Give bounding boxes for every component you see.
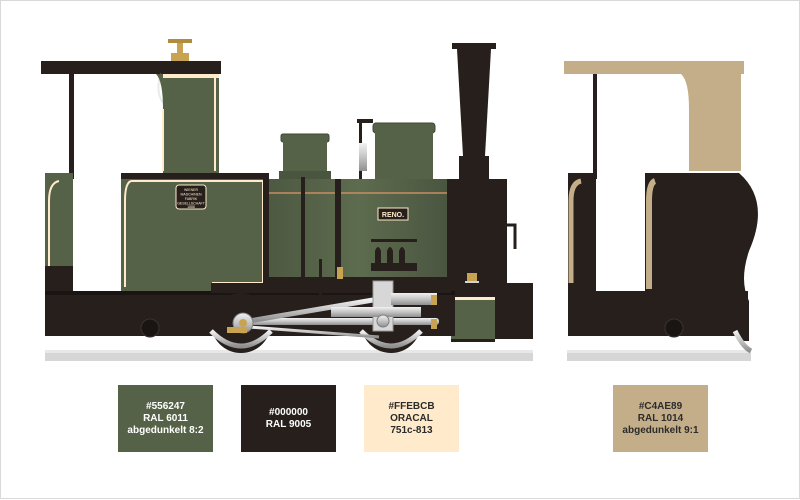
safety-valve bbox=[357, 119, 373, 179]
swatch-green: #556247 RAL 6011 abgedunkelt 8:2 bbox=[118, 385, 213, 452]
locomotive-cab-view bbox=[564, 61, 758, 361]
whistle-icon bbox=[168, 39, 192, 61]
cab-roof-tan bbox=[564, 61, 744, 74]
sand-dome bbox=[279, 133, 331, 179]
cab-pillar bbox=[69, 74, 74, 179]
swatch-tan: #C4AE89 RAL 1014 abgedunkelt 9:1 bbox=[613, 385, 708, 452]
builder-plate-line-1: WIENER bbox=[184, 188, 198, 192]
swatch-cream-hex: #FFEBCB bbox=[388, 400, 435, 412]
builder-plate-line-5: 1888 bbox=[187, 205, 195, 209]
builder-plate-line-4: GESELLSCHAFT bbox=[177, 202, 205, 206]
swatch-green-ral: RAL 6011 bbox=[143, 412, 188, 424]
chimney bbox=[452, 43, 496, 181]
builder-plate-line-3: FABRIK bbox=[185, 197, 198, 201]
rail-left bbox=[45, 353, 533, 361]
rail-right bbox=[567, 353, 751, 361]
swatch-cream: #FFEBCB ORACAL 751c-813 bbox=[364, 385, 459, 452]
builder-plate-line-2: MASCHINEN bbox=[180, 193, 201, 197]
swatch-black-hex: #000000 bbox=[269, 406, 308, 418]
boiler bbox=[269, 179, 449, 277]
name-plate-text: RENO. bbox=[382, 212, 404, 219]
cab-roof bbox=[41, 61, 221, 74]
swatch-tan-ral: RAL 1014 bbox=[637, 412, 684, 424]
smokebox bbox=[447, 179, 507, 285]
swatch-cream-brand: ORACAL bbox=[390, 412, 433, 424]
locomotive-side-view: WIENER MASCHINEN FABRIK GESELLSCHAFT 188… bbox=[41, 39, 533, 361]
lubricator-icon bbox=[371, 239, 417, 271]
swatch-black: #000000 RAL 9005 bbox=[241, 385, 336, 452]
swatch-cream-code: 751c-813 bbox=[390, 424, 433, 436]
cab-front-panel bbox=[156, 74, 219, 173]
name-plate: RENO. bbox=[377, 207, 409, 221]
swatch-tan-hex: #C4AE89 bbox=[638, 400, 683, 412]
steam-dome bbox=[372, 122, 436, 179]
swatch-green-note: abgedunkelt 8:2 bbox=[127, 424, 204, 436]
side-tank-dark bbox=[645, 173, 739, 293]
swatch-black-ral: RAL 9005 bbox=[265, 418, 312, 430]
swatch-green-hex: #556247 bbox=[146, 400, 185, 412]
swatch-tan-note: abgedunkelt 9:1 bbox=[622, 424, 699, 436]
rear-buffer bbox=[140, 318, 160, 338]
valve-gear bbox=[227, 280, 439, 339]
cab-front-tan bbox=[681, 74, 741, 171]
builder-plate: WIENER MASCHINEN FABRIK GESELLSCHAFT 188… bbox=[175, 184, 207, 210]
